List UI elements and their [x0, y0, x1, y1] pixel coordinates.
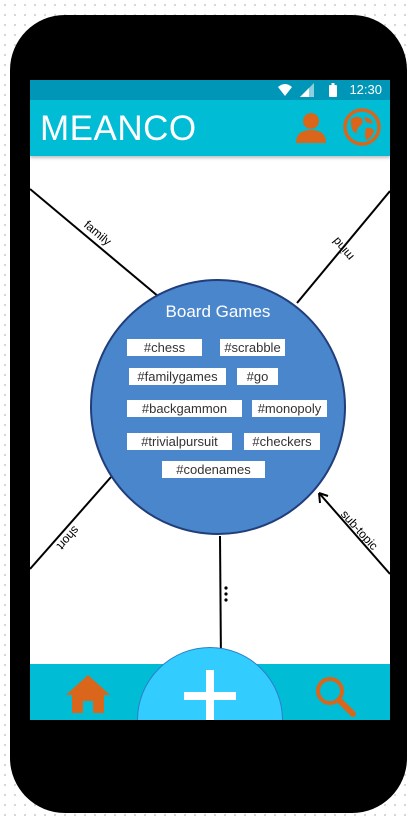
- phone-frame: 12:30 MEANCO: [10, 15, 407, 813]
- connection-lines: [30, 188, 390, 664]
- search-icon[interactable]: [314, 675, 356, 717]
- home-icon[interactable]: [65, 674, 111, 714]
- sub-topic-connection-line: [318, 492, 390, 575]
- phone-screen: 12:30 MEANCO: [30, 80, 390, 720]
- more-options-icon[interactable]: [223, 585, 229, 603]
- tag-trivialpursuit[interactable]: #trivialpursuit: [127, 433, 232, 450]
- tag-codenames[interactable]: #codenames: [162, 461, 265, 478]
- tag-checkers[interactable]: #checkers: [244, 433, 320, 450]
- add-icon: [184, 670, 236, 720]
- tag-backgammon[interactable]: #backgammon: [127, 400, 242, 417]
- app-title: MEANCO: [40, 109, 197, 148]
- tag-go[interactable]: #go: [237, 368, 278, 385]
- wifi-icon: [278, 84, 292, 96]
- app-bar: MEANCO: [30, 100, 390, 156]
- topic-bubble[interactable]: Board Games #chess #scrabble #familygame…: [90, 279, 346, 535]
- mind-connection-line: [296, 190, 390, 304]
- arrow-head: [318, 492, 329, 504]
- battery-icon: [329, 83, 337, 97]
- profile-icon[interactable]: [294, 111, 328, 145]
- status-time: 12:30: [349, 82, 382, 97]
- status-bar: 12:30: [30, 80, 390, 100]
- topic-graph: family mind short sub-topic Board Games …: [30, 156, 390, 664]
- bottom-connection-line: [219, 535, 222, 664]
- tag-familygames[interactable]: #familygames: [129, 368, 226, 385]
- tag-monopoly[interactable]: #monopoly: [252, 400, 327, 417]
- tag-scrabble[interactable]: #scrabble: [220, 339, 285, 356]
- short-connection-line: [30, 476, 112, 570]
- topic-title: Board Games: [165, 302, 271, 321]
- globe-icon[interactable]: [342, 107, 382, 147]
- vertical-dots-icon: [224, 586, 228, 602]
- family-connection-line: [30, 188, 160, 298]
- signal-icon: [300, 83, 314, 97]
- tag-chess[interactable]: #chess: [127, 339, 202, 356]
